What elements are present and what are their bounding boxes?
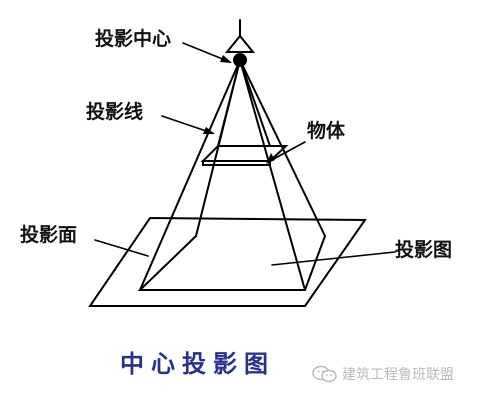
wechat-icon [312, 365, 337, 383]
label-projection-center: 投影中心 [95, 28, 172, 50]
watermark: 建筑工程鲁班联盟 [312, 364, 454, 384]
label-projection-image: 投影图 [395, 239, 453, 261]
projection-plane [88, 216, 367, 307]
figure-caption: 中心投影图 [120, 350, 275, 378]
label-projection-plane: 投影面 [20, 224, 78, 246]
label-projection-ray: 投影线 [86, 101, 144, 123]
arrowheads [203, 55, 275, 164]
projection-rays [139, 59, 326, 291]
watermark-text: 建筑工程鲁班联盟 [342, 367, 454, 383]
label-object: 物体 [307, 120, 346, 142]
projection-image [137, 235, 326, 291]
